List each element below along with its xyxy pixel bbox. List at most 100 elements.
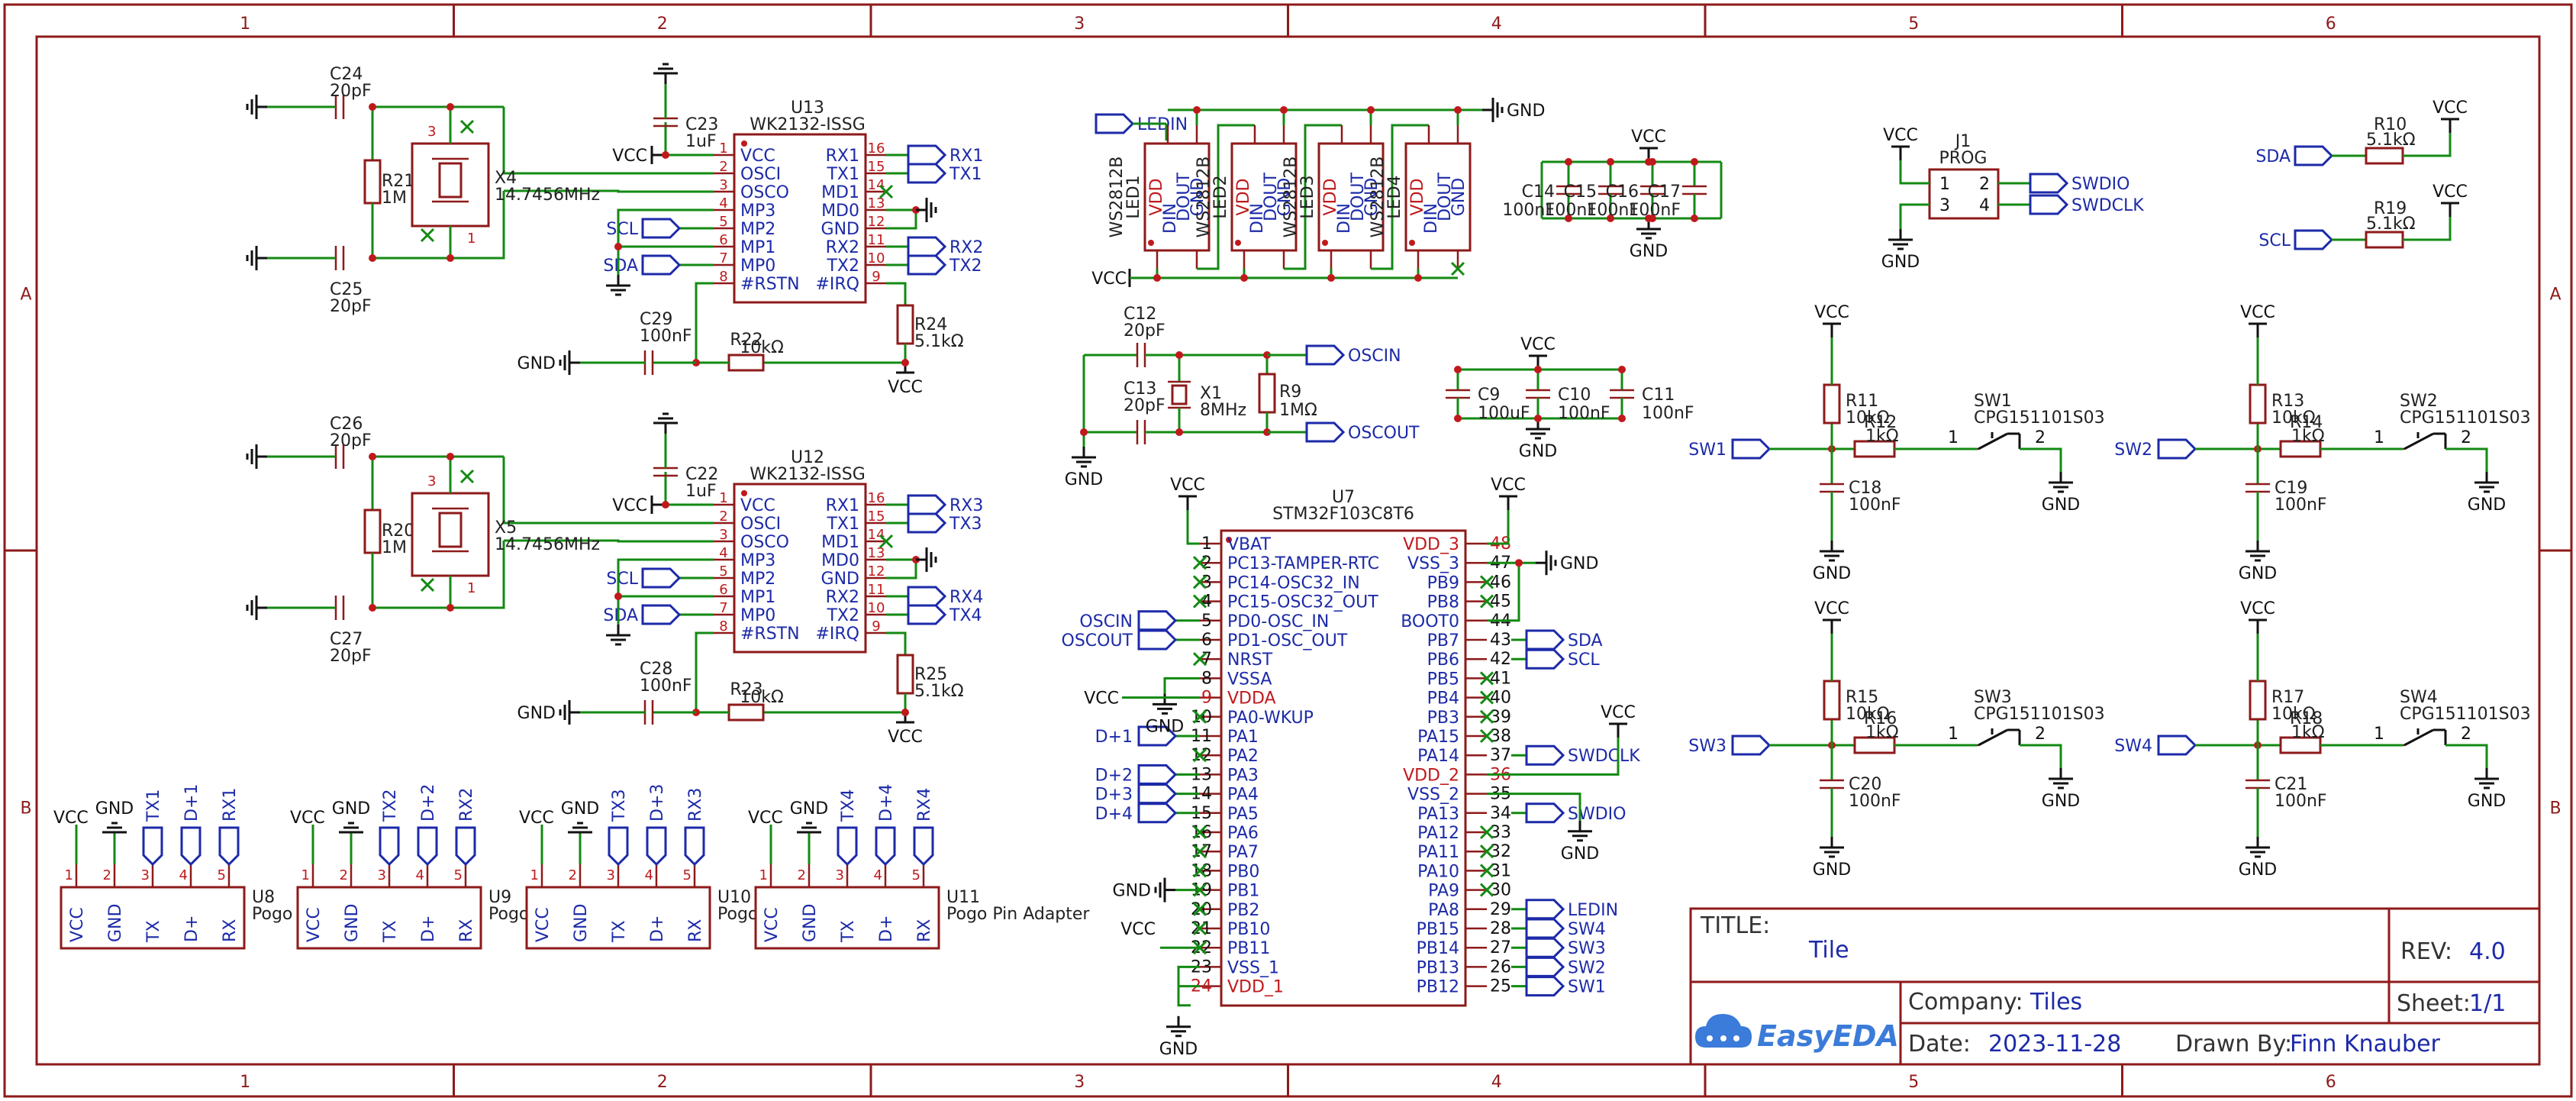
resistor-value: 10kΩ bbox=[740, 688, 784, 707]
resistor-ref: R23 bbox=[730, 680, 762, 699]
pin-number: 13 bbox=[868, 195, 885, 211]
wire bbox=[1487, 738, 1620, 776]
pin-name: PA11 bbox=[1417, 843, 1459, 862]
net-label: SDA bbox=[1568, 631, 1603, 651]
net-label: D+2 bbox=[419, 784, 438, 822]
pin-name: DOUT bbox=[1175, 173, 1194, 221]
pin-number: 2 bbox=[2035, 725, 2046, 744]
net-label: RX1 bbox=[221, 788, 240, 822]
capacitor-value: 100nF bbox=[640, 327, 692, 346]
sheet-label: Sheet: bbox=[2397, 990, 2471, 1017]
no-connect bbox=[1192, 556, 1207, 570]
grid-col-bottom: 6 bbox=[2326, 1073, 2336, 1092]
no-connect bbox=[1479, 844, 1494, 859]
switch-lever bbox=[2404, 432, 2434, 450]
pin-name: MP3 bbox=[740, 551, 775, 570]
net-label: D+3 bbox=[1095, 786, 1133, 805]
vcc-label: VCC bbox=[1883, 126, 1918, 145]
net-flag bbox=[1137, 629, 1178, 651]
resistor-value: 1MΩ bbox=[1279, 401, 1317, 420]
pin-name: PD1-OSC_OUT bbox=[1227, 631, 1348, 651]
pin-number: 5 bbox=[1201, 612, 1212, 631]
resistor-body bbox=[2249, 680, 2267, 721]
capacitor-ref: C21 bbox=[2275, 775, 2307, 794]
ic-part: WK2132-ISSG bbox=[750, 115, 866, 134]
ground-label: GND bbox=[1519, 442, 1557, 461]
pin-number: 1 bbox=[1948, 428, 1959, 447]
resistor-value: 10kΩ bbox=[2271, 408, 2316, 428]
pin-number: 4 bbox=[1979, 196, 1990, 215]
vcc-label: VCC bbox=[2240, 303, 2275, 322]
pin-name: PA12 bbox=[1417, 824, 1459, 843]
wire bbox=[1284, 124, 1342, 270]
capacitor-ref: C11 bbox=[1642, 386, 1675, 405]
pin-number: 3 bbox=[607, 867, 615, 883]
net-label: SDA bbox=[603, 257, 638, 276]
pin-name: MP3 bbox=[740, 202, 775, 221]
ground-label: GND bbox=[1813, 564, 1851, 583]
capacitor-value: 100nF bbox=[1586, 201, 1639, 220]
pin-name: DOUT bbox=[1349, 173, 1368, 221]
pin-name: VDD_3 bbox=[1403, 535, 1459, 554]
pin-name: VCC bbox=[762, 907, 782, 942]
crystal-value: 14.7456MHz bbox=[495, 535, 600, 554]
sheet-value: 1/1 bbox=[2469, 990, 2506, 1017]
net-flag bbox=[684, 826, 705, 867]
ic-body bbox=[733, 483, 867, 654]
pin-number: 33 bbox=[1490, 823, 1511, 842]
pin-number: 12 bbox=[868, 214, 885, 230]
resistor-body bbox=[363, 159, 382, 205]
drawn-by-value: Finn Knauber bbox=[2290, 1031, 2441, 1057]
pin-number: 3 bbox=[836, 867, 844, 883]
capacitor-value: 20pF bbox=[330, 297, 372, 316]
net-flag bbox=[1731, 438, 1772, 460]
net-flag bbox=[907, 144, 947, 166]
pin-name: GND bbox=[1449, 178, 1469, 216]
pin-number: 29 bbox=[1490, 900, 1511, 919]
resistor-value: 10kΩ bbox=[1846, 705, 1890, 724]
pin-number: 28 bbox=[1490, 919, 1511, 938]
net-flag bbox=[641, 604, 682, 625]
led-ref: LED2 bbox=[1211, 175, 1230, 218]
pin-name: PB4 bbox=[1427, 689, 1459, 709]
no-connect bbox=[1192, 594, 1207, 609]
net-label: TX3 bbox=[610, 789, 629, 822]
net-label: SW2 bbox=[2114, 441, 2152, 460]
pin-name: PA2 bbox=[1227, 747, 1259, 766]
net-flag bbox=[907, 604, 947, 625]
net-label: RX3 bbox=[686, 788, 705, 822]
pin-number: 9 bbox=[872, 618, 880, 634]
company-value: Tiles bbox=[2030, 989, 2082, 1015]
ground-label: GND bbox=[1813, 860, 1851, 880]
pin-name: MP2 bbox=[740, 570, 775, 589]
pin-number: 30 bbox=[1490, 881, 1511, 900]
pin-name: PB2 bbox=[1227, 901, 1259, 920]
title-block: TITLE: Tile REV: 4.0 Company: Tiles Shee… bbox=[1689, 907, 2541, 1066]
junction-dot bbox=[1565, 215, 1572, 222]
ground-label: GND bbox=[2239, 860, 2277, 880]
pin-name: MP1 bbox=[740, 238, 775, 257]
net-flag bbox=[1137, 764, 1178, 785]
switch-lever bbox=[1978, 728, 2008, 747]
capacitor-value: 20pF bbox=[330, 431, 372, 450]
switch-part: CPG151101S03 bbox=[2400, 705, 2531, 724]
net-flag bbox=[1525, 629, 1565, 651]
pogo-body bbox=[60, 886, 246, 950]
junction-dot bbox=[1280, 106, 1288, 114]
net-label: SWDIO bbox=[1568, 805, 1626, 824]
net-flag bbox=[2294, 229, 2334, 250]
pin-name: D+ bbox=[648, 915, 667, 942]
resistor-ref: R15 bbox=[1846, 688, 1878, 707]
vcc-label: VCC bbox=[888, 378, 923, 397]
wire bbox=[1197, 124, 1255, 270]
pin1-marker bbox=[741, 490, 747, 496]
net-flag bbox=[907, 586, 947, 607]
pin-name: MD1 bbox=[821, 533, 859, 552]
date-label: Date: bbox=[1908, 1031, 1971, 1057]
pin-number: 10 bbox=[868, 250, 885, 266]
pin-number: 3 bbox=[1201, 573, 1212, 592]
pin-number: 16 bbox=[868, 490, 885, 506]
